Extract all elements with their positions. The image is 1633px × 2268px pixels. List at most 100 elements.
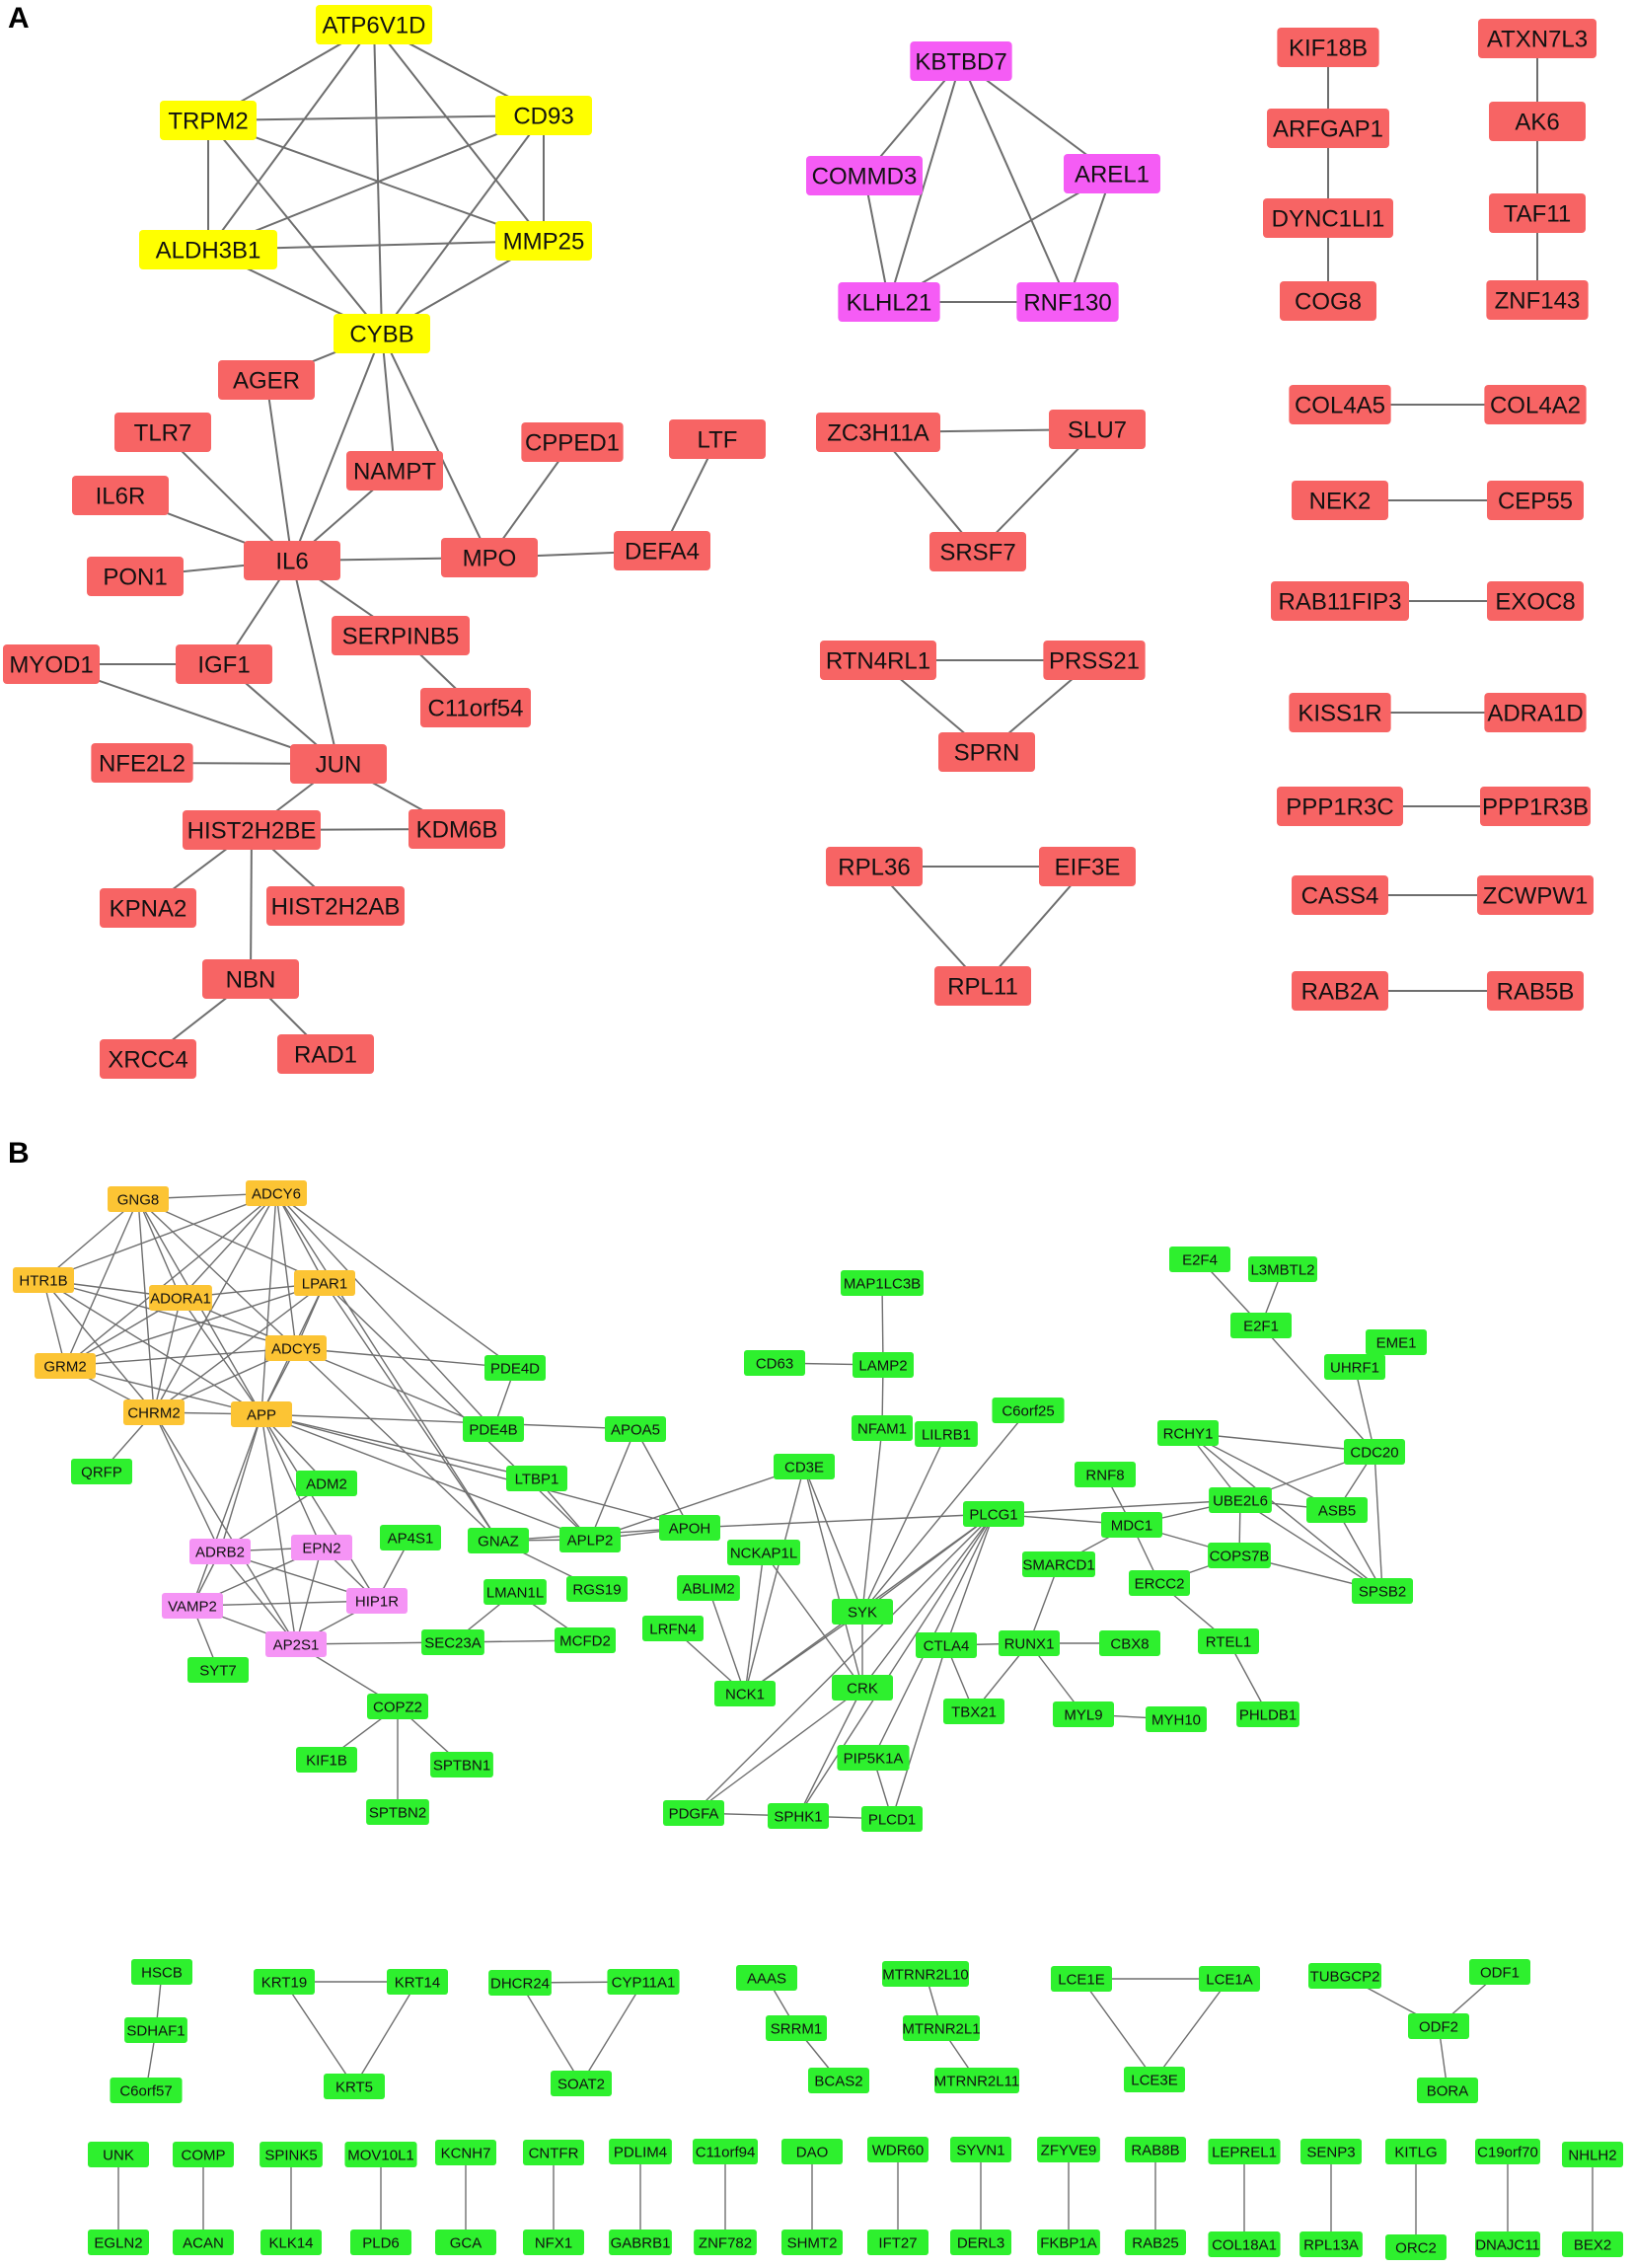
edge-gng8-chrm2 (137, 1198, 155, 1413)
node-rpl13a: RPL13A (1299, 2231, 1363, 2257)
node-box (663, 1800, 724, 1826)
node-box (659, 1515, 720, 1541)
node-box (816, 413, 940, 452)
node-label: UHRF1 (1330, 1359, 1379, 1376)
node-label: BCAS2 (814, 2073, 862, 2089)
edge-aplp2-cd3e (589, 1466, 805, 1541)
node-pde4d: PDE4D (484, 1355, 546, 1381)
node-ak6: AK6 (1489, 102, 1586, 141)
node-label: KDM6B (416, 816, 498, 843)
node-box (1101, 1512, 1162, 1538)
node-hist2h2ab: HIST2H2AB (266, 886, 405, 926)
node-label: KRT5 (335, 2079, 373, 2095)
edge-hist2h2be-nbn (250, 829, 253, 980)
node-box (1267, 109, 1389, 148)
node-kif18b: KIF18B (1277, 28, 1379, 67)
node-dync1li1: DYNC1LI1 (1263, 198, 1393, 238)
node-cd93: CD93 (495, 96, 592, 135)
node-label: RAB25 (1132, 2234, 1179, 2251)
node-box (903, 2015, 980, 2041)
node-label: TBX21 (951, 1703, 997, 1720)
node-label: BORA (1427, 2082, 1469, 2099)
node-label: HTR1B (19, 1272, 67, 1289)
node-soat2: SOAT2 (551, 2071, 612, 2096)
edge-cd93-cybb (381, 114, 545, 335)
node-label: SYK (848, 1604, 877, 1621)
node-box (1289, 693, 1391, 732)
node-kitlg: KITLG (1385, 2139, 1447, 2164)
node-cog8: COG8 (1280, 281, 1376, 321)
edge-ager-il6 (265, 379, 293, 562)
node-label: MYL9 (1064, 1706, 1102, 1723)
node-label: ZC3H11A (827, 419, 929, 446)
edge-layer (42, 24, 1594, 2247)
edge-app-ltbp1 (260, 1413, 538, 1479)
node-label: ATP6V1D (323, 12, 426, 38)
node-cd63: CD63 (744, 1350, 805, 1376)
node-box (867, 2230, 928, 2255)
edge-vamp2-hip1r (191, 1600, 378, 1607)
node-box (1489, 193, 1586, 233)
node-box (88, 2142, 149, 2167)
node-box (71, 1459, 132, 1484)
edge-cybb-il6 (291, 333, 383, 562)
node-mpo: MPO (441, 538, 538, 577)
node-rpl36: RPL36 (826, 847, 923, 886)
node-label: GCA (450, 2234, 482, 2251)
node-il6: IL6 (244, 541, 340, 580)
node-box (867, 2137, 928, 2162)
node-label: KBTBD7 (915, 48, 1006, 75)
node-label: SPRN (954, 739, 1020, 766)
node-ercc2: ERCC2 (1129, 1570, 1190, 1596)
node-label: LCE3E (1131, 2072, 1178, 2088)
node-aaas: AAAS (736, 1965, 797, 1991)
node-hip1r: HIP1R (346, 1588, 408, 1614)
node-nfam1: NFAM1 (852, 1415, 913, 1441)
node-box (1385, 2234, 1447, 2260)
edge-cyp11a1-soat2 (580, 1981, 644, 2084)
edge-rpl36-rpl11 (873, 866, 984, 987)
node-box (265, 1631, 327, 1657)
edge-adcy6-htr1b (42, 1192, 277, 1281)
node-label: RGS19 (572, 1581, 621, 1598)
node-gca: GCA (435, 2230, 496, 2255)
node-box (114, 413, 211, 452)
edge-plcg1-ube2l6 (993, 1499, 1241, 1515)
node-syt7: SYT7 (187, 1657, 249, 1683)
node-label: PHLDB1 (1239, 1706, 1297, 1723)
node-box (1478, 19, 1596, 58)
node-label: LEPREL1 (1212, 2144, 1277, 2160)
node-bex2: BEX2 (1562, 2231, 1623, 2257)
node-c6orf57: C6orf57 (110, 2078, 183, 2103)
node-box (344, 2142, 417, 2167)
node-label: KITLG (1394, 2144, 1437, 2160)
node-box (1125, 2137, 1186, 2162)
node-box (260, 2230, 322, 2255)
node-box (176, 644, 272, 684)
node-label: LTBP1 (515, 1471, 559, 1487)
node-box (324, 2074, 385, 2099)
node-label: AK6 (1515, 109, 1559, 135)
node-label: RAB5B (1497, 978, 1575, 1005)
node-label: KRT19 (261, 1974, 307, 1991)
node-odf2: ODF2 (1408, 2013, 1469, 2039)
node-label: ABLIM2 (682, 1580, 734, 1597)
node-box (806, 156, 923, 195)
node-box (421, 1629, 484, 1655)
node-label: GABRB1 (611, 2234, 671, 2251)
node-box (13, 1267, 74, 1293)
node-box (1385, 2139, 1447, 2164)
node-box (173, 2142, 234, 2167)
node-epn2: EPN2 (291, 1535, 352, 1560)
node-label: ALDH3B1 (156, 237, 261, 264)
node-col18a1: COL18A1 (1208, 2231, 1281, 2257)
node-adcy5: ADCY5 (265, 1335, 327, 1361)
node-box (124, 2017, 187, 2043)
node-label: WDR60 (872, 2142, 925, 2158)
node-label: MYH10 (1151, 1711, 1201, 1728)
node-box (35, 1353, 96, 1379)
node-krt14: KRT14 (387, 1969, 448, 1995)
edge-grm2-adcy5 (64, 1347, 297, 1367)
node-box (963, 1501, 1024, 1527)
node-label: HIST2H2AB (271, 893, 401, 920)
